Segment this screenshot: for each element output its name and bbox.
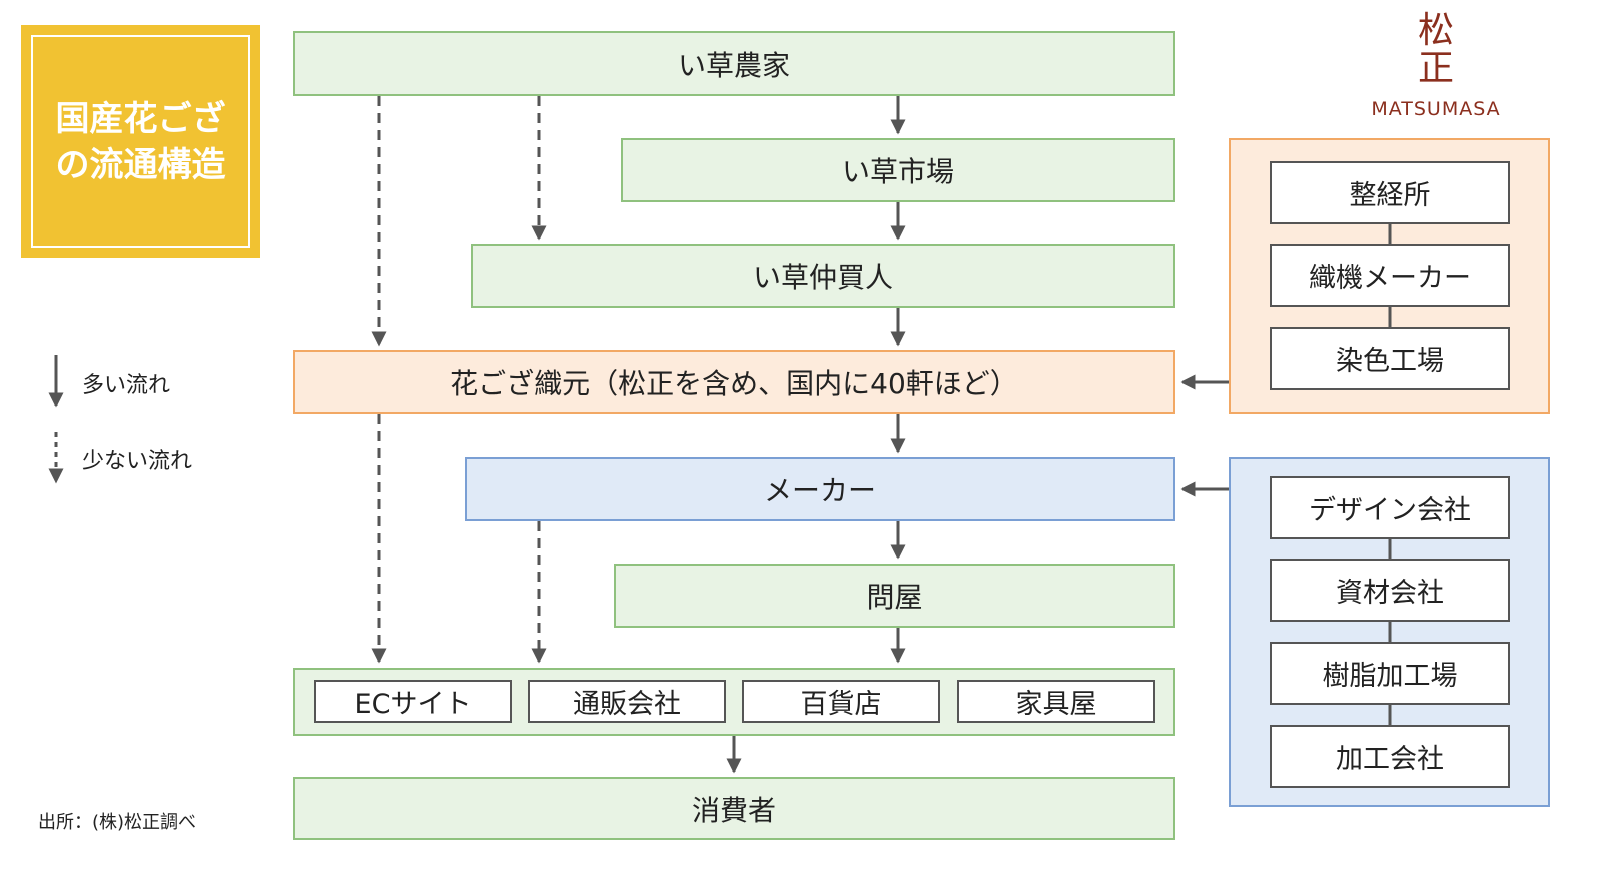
node-maker: メーカー (465, 457, 1175, 521)
supplier-warping: 整経所 (1270, 161, 1510, 224)
node-weaver: 花ござ織元（松正を含め、国内に40軒ほど） (293, 350, 1175, 414)
supplier-design-company: デザイン会社 (1270, 476, 1510, 539)
retail-mail-order: 通販会社 (528, 680, 726, 723)
retail-ec-site: ECサイト (314, 680, 512, 723)
title-line-1: 国産花ござ (55, 98, 226, 139)
title-frame: 国産花ござ の流通構造 (31, 35, 250, 248)
node-consumer: 消費者 (293, 777, 1175, 840)
legend-dashed-label: 少ない流れ (82, 449, 193, 474)
logo-kanji-bottom: 正 (1417, 48, 1454, 89)
node-broker: い草仲買人 (471, 244, 1175, 308)
supplier-processing-company: 加工会社 (1270, 725, 1510, 788)
logo-kanji-top: 松 (1417, 10, 1454, 51)
node-market: い草市場 (621, 138, 1175, 202)
supplier-resin-processing: 樹脂加工場 (1270, 642, 1510, 705)
title-line-2: の流通構造 (55, 144, 226, 185)
logo: 松 正 MATSUMASA (1368, 10, 1504, 122)
source-note: 出所：(株)松正調べ (38, 812, 197, 833)
legend-solid-label: 多い流れ (82, 373, 171, 398)
node-wholesaler: 問屋 (614, 564, 1175, 628)
supplier-loom-maker: 織機メーカー (1270, 244, 1510, 307)
retail-department-store: 百貨店 (742, 680, 940, 723)
supplier-dye-factory: 染色工場 (1270, 327, 1510, 390)
retail-furniture-store: 家具屋 (957, 680, 1155, 723)
supplier-materials-company: 資材会社 (1270, 559, 1510, 622)
logo-text: MATSUMASA (1371, 98, 1501, 120)
title-box: 国産花ござ の流通構造 (21, 25, 260, 258)
node-farmer: い草農家 (293, 31, 1175, 96)
